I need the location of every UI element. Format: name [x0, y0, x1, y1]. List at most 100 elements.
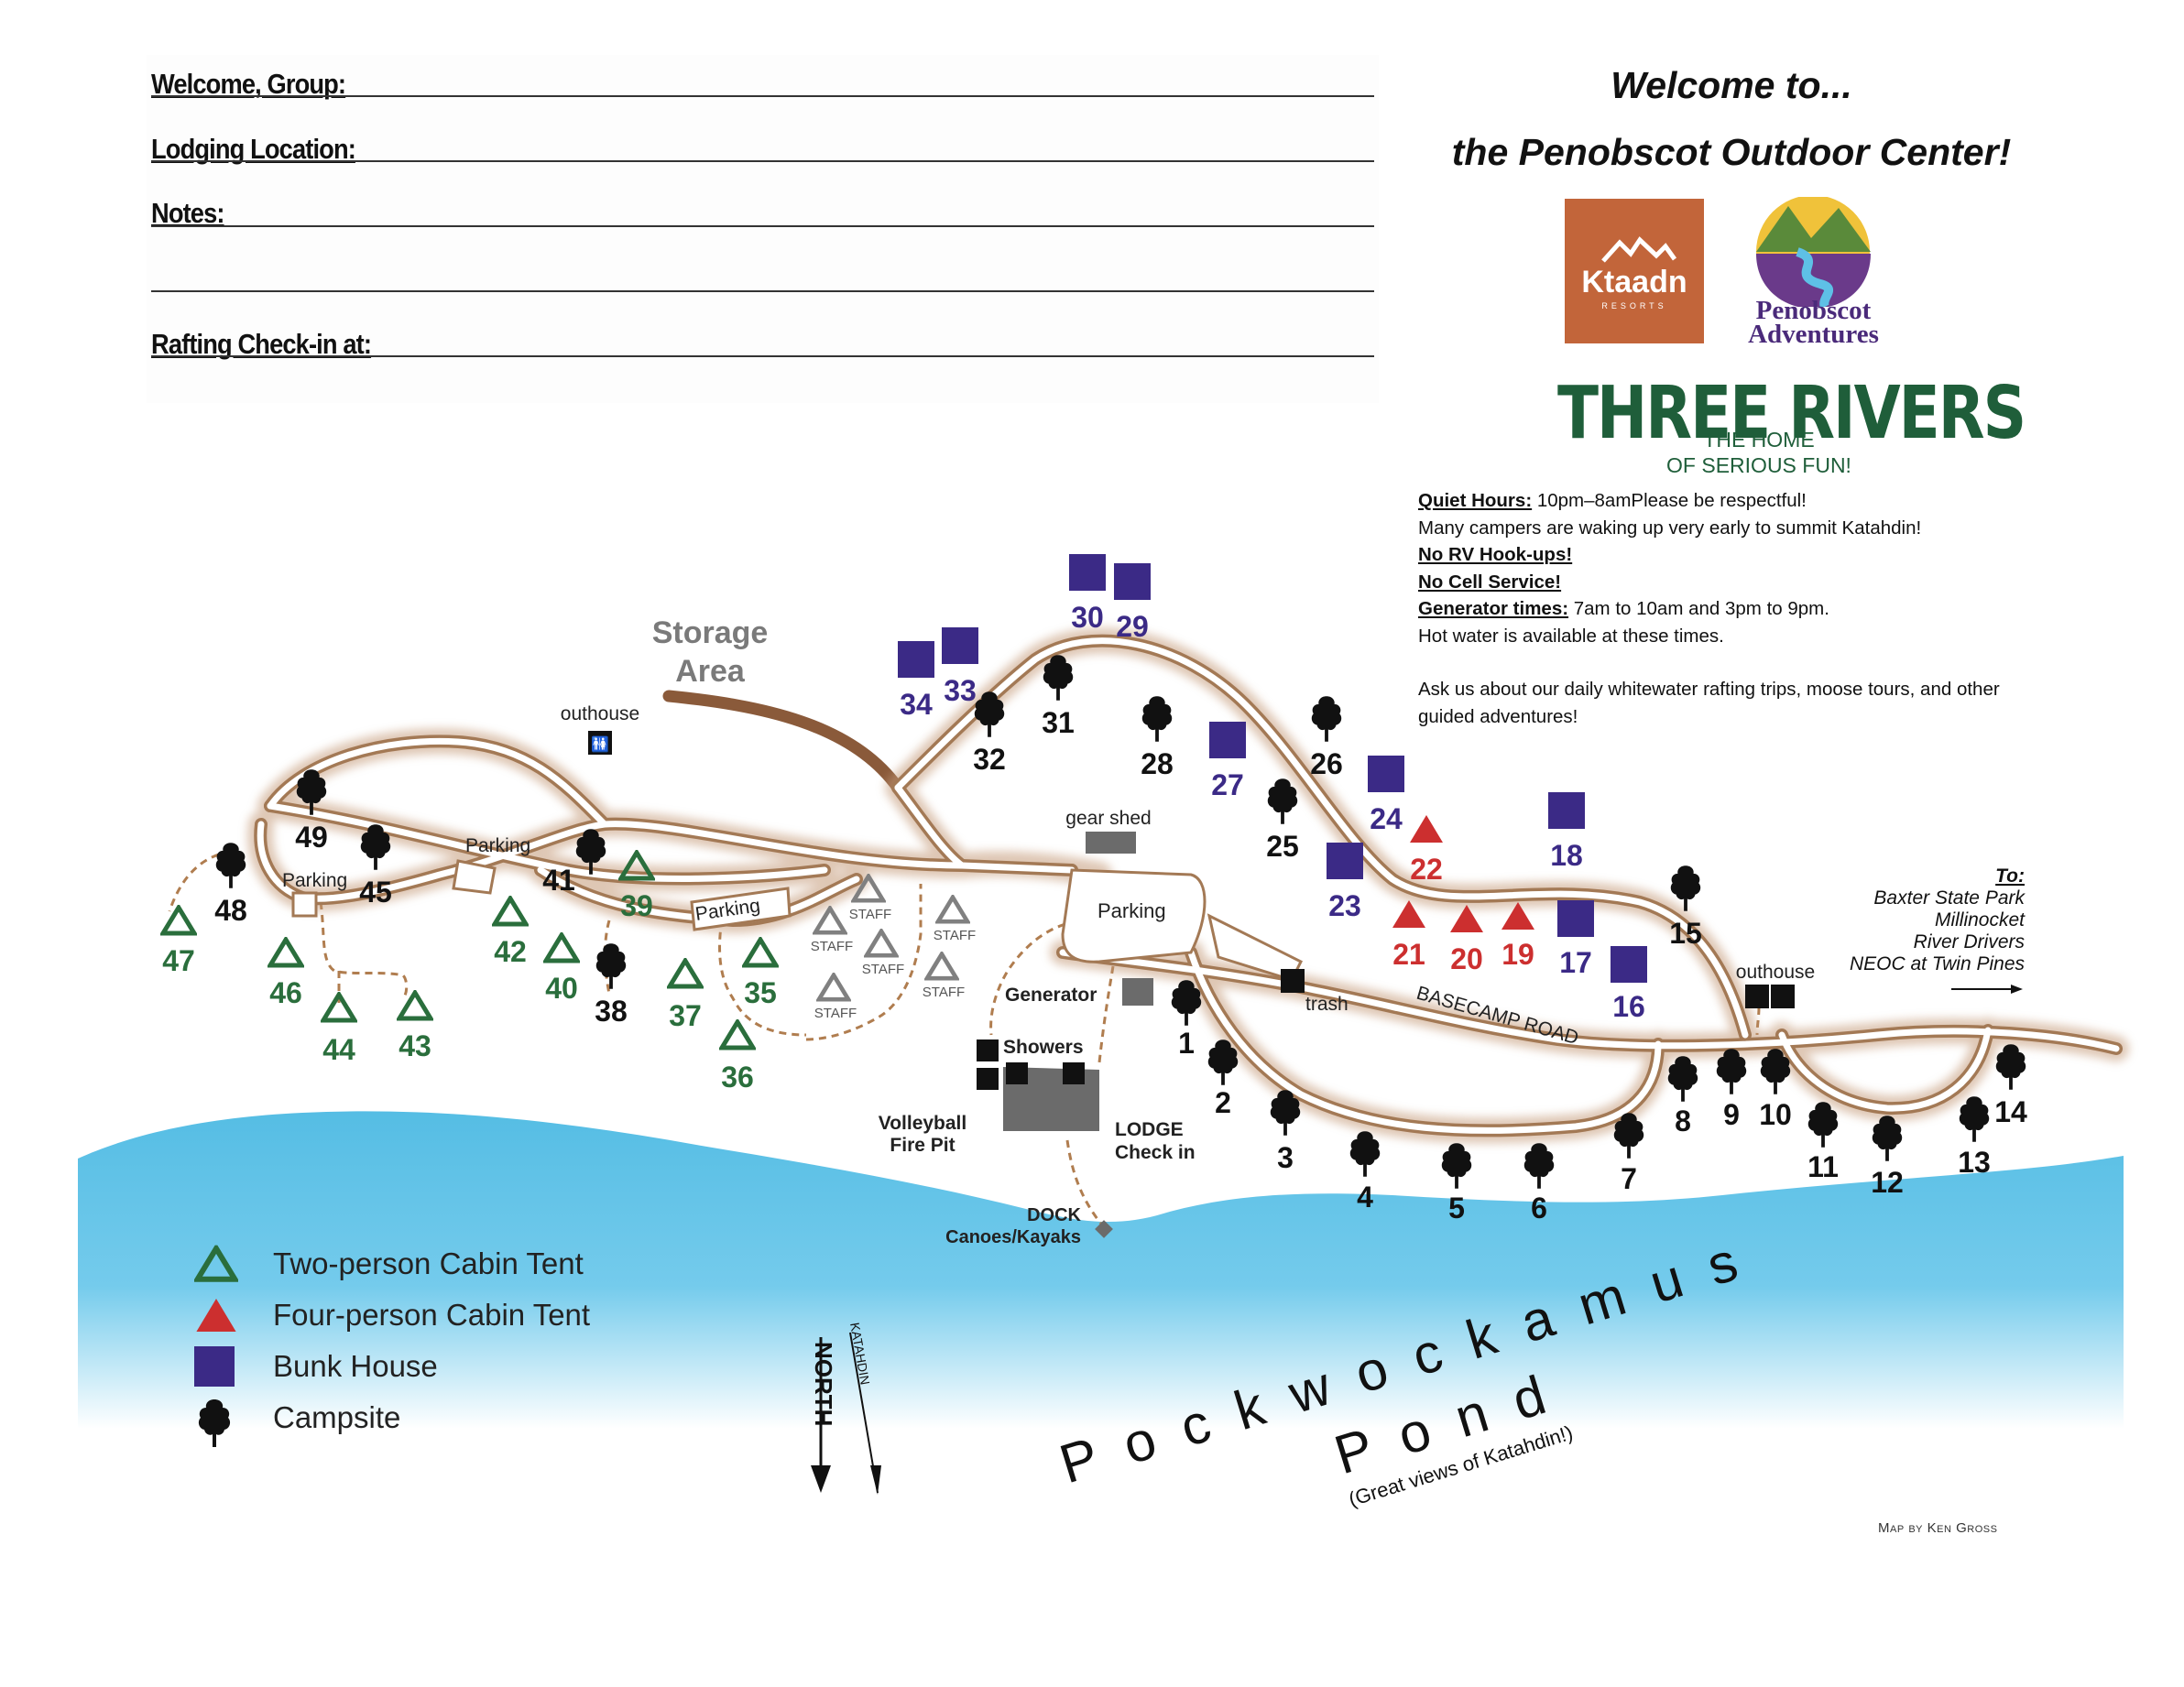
penobscot-line2: Adventures [1748, 320, 1879, 349]
two-person-tent-47-label: 47 [162, 944, 195, 977]
two-person-tent-43-icon [399, 993, 431, 1018]
four-person-tent-21-label: 21 [1392, 938, 1425, 971]
campsite-11-label: 11 [1807, 1150, 1839, 1183]
campsite-7-label: 7 [1621, 1162, 1637, 1195]
campsite-4-label: 4 [1357, 1181, 1373, 1214]
bunk-house-23-label: 23 [1328, 889, 1361, 922]
bunk-house-icon [194, 1346, 235, 1387]
two-person-tent-42-icon [495, 898, 526, 924]
staff-tent-1-label: STAFF [849, 907, 891, 922]
dock-label: DOCK [1027, 1205, 1081, 1225]
parking-label-2: Parking [282, 870, 347, 891]
walking-paths [168, 850, 1761, 1228]
four-person-tent-icon [194, 1295, 238, 1335]
three-rivers-tag1: THE HOME [1703, 428, 1815, 452]
lodge-label: LODGE [1115, 1119, 1184, 1140]
showers-label: Showers [1003, 1037, 1084, 1058]
two-person-tent-37-icon [670, 961, 701, 986]
bunk-house-29-icon [1114, 563, 1151, 600]
two-person-tent-35-label: 35 [744, 976, 777, 1009]
two-person-tent-40-icon [546, 935, 577, 961]
notes-line-1[interactable] [151, 225, 1374, 227]
legend-campsite: Campsite [194, 1398, 400, 1438]
staff-tent-6-label: STAFF [814, 1006, 857, 1021]
staff-tent-2-label: STAFF [811, 939, 853, 954]
campsite-48-tree-icon [215, 843, 246, 888]
two-person-tent-40-label: 40 [545, 972, 578, 1005]
two-person-tent-46-label: 46 [269, 976, 302, 1009]
campsite-9-label: 9 [1723, 1098, 1740, 1131]
check-in-label: Check in [1115, 1142, 1196, 1163]
campsite-26-tree-icon [1311, 696, 1342, 742]
two-person-tent-icon [194, 1244, 238, 1284]
campsite-1-label: 1 [1178, 1027, 1195, 1060]
penobscot-line1: Penobscot [1755, 296, 1872, 325]
campsite-2-label: 2 [1215, 1086, 1231, 1119]
campsite-tree-icon [194, 1398, 235, 1449]
info-block: Quiet Hours: 10pm–8amPlease be respectfu… [1418, 487, 2041, 730]
welcome-group-label: Welcome, Group: [151, 68, 346, 100]
rafting-checkin-label: Rafting Check-in at: [151, 328, 372, 360]
campsite-6-label: 6 [1531, 1192, 1547, 1224]
three-rivers-title: THREE RIVERS [1557, 371, 2026, 456]
three-rivers-logo: THREE RIVERS THE HOME OF SERIOUS FUN! [1557, 371, 2026, 485]
storage-road [662, 690, 904, 794]
bunk-house-16-label: 16 [1612, 990, 1645, 1023]
gear-shed-label: gear shed [1065, 808, 1151, 829]
staff-tent-3-label: STAFF [862, 962, 904, 977]
volleyball-label: Volleyball [879, 1113, 966, 1134]
bunk-house-30-icon [1069, 554, 1106, 591]
area-label: Area [675, 654, 746, 689]
quiet-hours-text: 10pm–8amPlease be respectful! [1532, 490, 1807, 511]
shower-icons [977, 1039, 1085, 1090]
lodging-location-line[interactable] [151, 160, 1374, 162]
to-label: To: [1995, 865, 2025, 887]
bunk-house-27-label: 27 [1211, 768, 1244, 801]
four-person-tent-22-icon [1410, 815, 1443, 843]
campsite-41-label: 41 [542, 864, 575, 897]
two-person-tent-46-icon [270, 940, 301, 965]
generator-label: Generator [1005, 985, 1097, 1006]
staff-tent-4-label: STAFF [934, 928, 976, 943]
bunk-house-23-icon [1327, 843, 1363, 879]
parking-label-1: Parking [465, 835, 530, 856]
map-credit: Map by Ken Gross [1878, 1520, 1998, 1536]
campsite-13-label: 13 [1958, 1146, 1991, 1179]
bunk-house-24-label: 24 [1370, 802, 1403, 835]
rafting-checkin-line[interactable] [151, 355, 1374, 357]
early-text: Many campers are waking up very early to… [1418, 517, 1922, 539]
generator-times-text: 7am to 10am and 3pm to 9pm. [1568, 598, 1829, 619]
bunk-house-33-icon [942, 627, 978, 664]
two-person-tent-43-label: 43 [399, 1029, 431, 1062]
notes-line-2[interactable] [151, 290, 1374, 292]
fire-pit-label: Fire Pit [890, 1135, 955, 1156]
north-arrow [811, 1332, 881, 1495]
staff-tent-6-icon [819, 975, 848, 999]
form-panel [147, 55, 1379, 403]
ask-text: Ask us about our daily whitewater raftin… [1418, 679, 2000, 727]
campsite-5-tree-icon [1441, 1143, 1472, 1189]
destination-4: NEOC at Twin Pines [1850, 953, 2025, 974]
campsite-32-label: 32 [973, 743, 1006, 776]
two-person-tent-39-label: 39 [620, 889, 653, 922]
welcome-group-line[interactable] [151, 95, 1374, 97]
campsite-14-tree-icon [1995, 1044, 2026, 1090]
hot-water-text: Hot water is available at these times. [1418, 625, 1724, 647]
legend-tent2: Two-person Cabin Tent [194, 1244, 584, 1284]
quiet-hours-label: Quiet Hours: [1418, 490, 1533, 511]
penobscot-logo: Penobscot Adventures [1733, 197, 1894, 349]
legend-tent4-label: Four-person Cabin Tent [273, 1298, 591, 1332]
campsite-10-label: 10 [1759, 1098, 1792, 1131]
outhouse-label-east: outhouse [1736, 962, 1815, 983]
notes-label: Notes: [151, 197, 224, 229]
outhouse-icon: 🚻 [588, 731, 612, 755]
welcome-line-2: the Penobscot Outdoor Center! [1451, 131, 2012, 173]
staff-tent-5-icon [927, 954, 956, 978]
no-cell-text: No Cell Service! [1418, 571, 1562, 593]
three-rivers-tag2: OF SERIOUS FUN! [1666, 453, 1851, 477]
campsite-28-label: 28 [1141, 747, 1174, 780]
campsite-26-label: 26 [1310, 747, 1343, 780]
lodging-location-label: Lodging Location: [151, 133, 356, 165]
legend-bunk: Bunk House [194, 1346, 438, 1387]
